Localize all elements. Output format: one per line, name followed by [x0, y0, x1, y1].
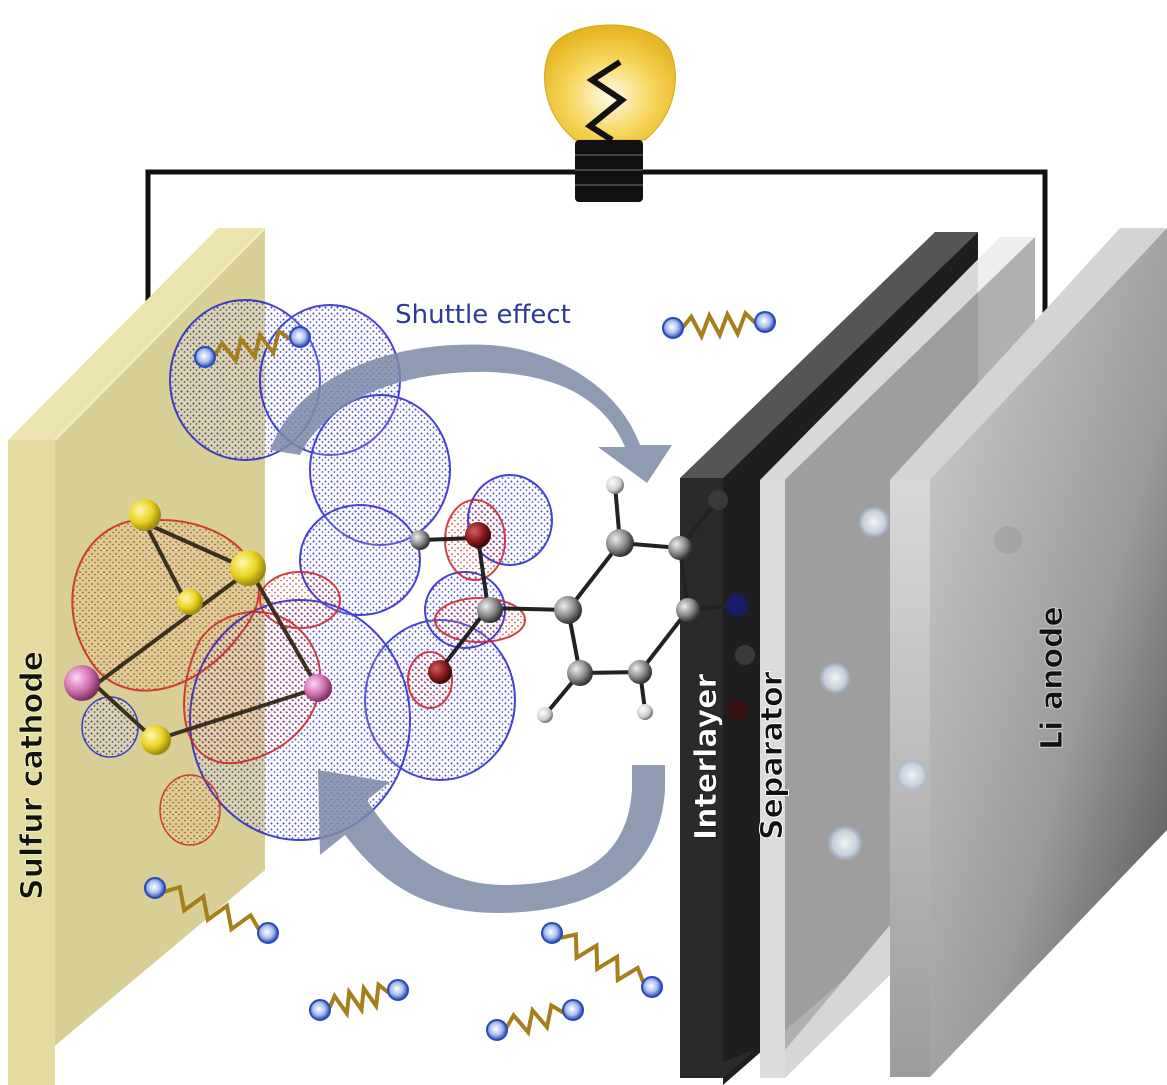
lithium-polysulfide-cluster: [64, 499, 332, 755]
oxygen-atom: [428, 660, 452, 684]
polysulfide-end-atom: [257, 922, 279, 944]
polysulfide-end-atom: [289, 326, 311, 348]
carbon-atom: [628, 660, 652, 684]
shuttle-effect-label: Shuttle effect: [395, 300, 571, 330]
polysulfide-end-atom: [562, 999, 584, 1021]
carbon-atom: [735, 645, 755, 665]
polysulfide-chain-icon: [486, 999, 584, 1041]
label-sulfur-cathode: Sulfur cathode: [15, 651, 50, 900]
orbital-isosurface-positive: [71, 499, 526, 846]
li-anode: [890, 228, 1167, 1077]
polysulfide-end-atom: [641, 976, 663, 998]
carbon-atom: [477, 597, 503, 623]
sulfur-atom: [129, 499, 161, 531]
shuttle-arrow-top: [270, 344, 672, 483]
carbon-atom: [567, 660, 593, 686]
carbon-atom: [554, 596, 582, 624]
lithium-atom: [304, 674, 332, 702]
lithium-ion-markers: [819, 506, 1022, 861]
carbon-atom: [708, 490, 728, 510]
sulfur-atom: [141, 725, 171, 755]
polysulfide-chain-icon: [541, 922, 663, 998]
carbon-atom: [676, 598, 700, 622]
nitrogen-atom: [726, 594, 748, 616]
sulfur-atom: [177, 589, 203, 615]
polysulfide-end-atom: [662, 317, 684, 339]
polysulfide-end-atom: [486, 1019, 508, 1041]
light-bulb-icon: [544, 24, 676, 202]
hydrogen-atom: [537, 707, 553, 723]
oxygen-atom: [465, 522, 491, 548]
polysulfide-end-atom: [387, 979, 409, 1001]
sulfur-atom: [230, 550, 266, 586]
polysulfide-end-atom: [144, 877, 166, 899]
polysulfide-chain-icon: [662, 309, 776, 342]
polysulfide-end-atom: [309, 999, 331, 1021]
shuttle-arrow-bottom: [318, 765, 665, 913]
hydrogen-atom: [637, 704, 653, 720]
label-interlayer: Interlayer: [689, 673, 724, 840]
orbital-isosurface: [81, 299, 553, 841]
polysulfide-end-atom: [541, 922, 563, 944]
lithium-atom: [64, 665, 100, 701]
polysulfide-end-atom: [754, 311, 776, 333]
polysulfide-group: [144, 309, 776, 1041]
circuit-wire: [145, 169, 1048, 330]
label-separator: Separator: [755, 671, 790, 840]
polysulfide-chain-icon: [194, 326, 311, 368]
carbon-atom: [668, 536, 692, 560]
carbon-atom: [606, 529, 634, 557]
polysulfide-chain-icon: [309, 979, 409, 1021]
hydrogen-atom: [606, 476, 624, 494]
oxygen-atom: [727, 700, 747, 720]
organic-molecule: [410, 476, 755, 723]
carbon-atom: [410, 530, 430, 550]
polysulfide-end-atom: [194, 346, 216, 368]
label-li-anode: Li anode: [1035, 606, 1070, 750]
polysulfide-chain-icon: [144, 877, 279, 944]
